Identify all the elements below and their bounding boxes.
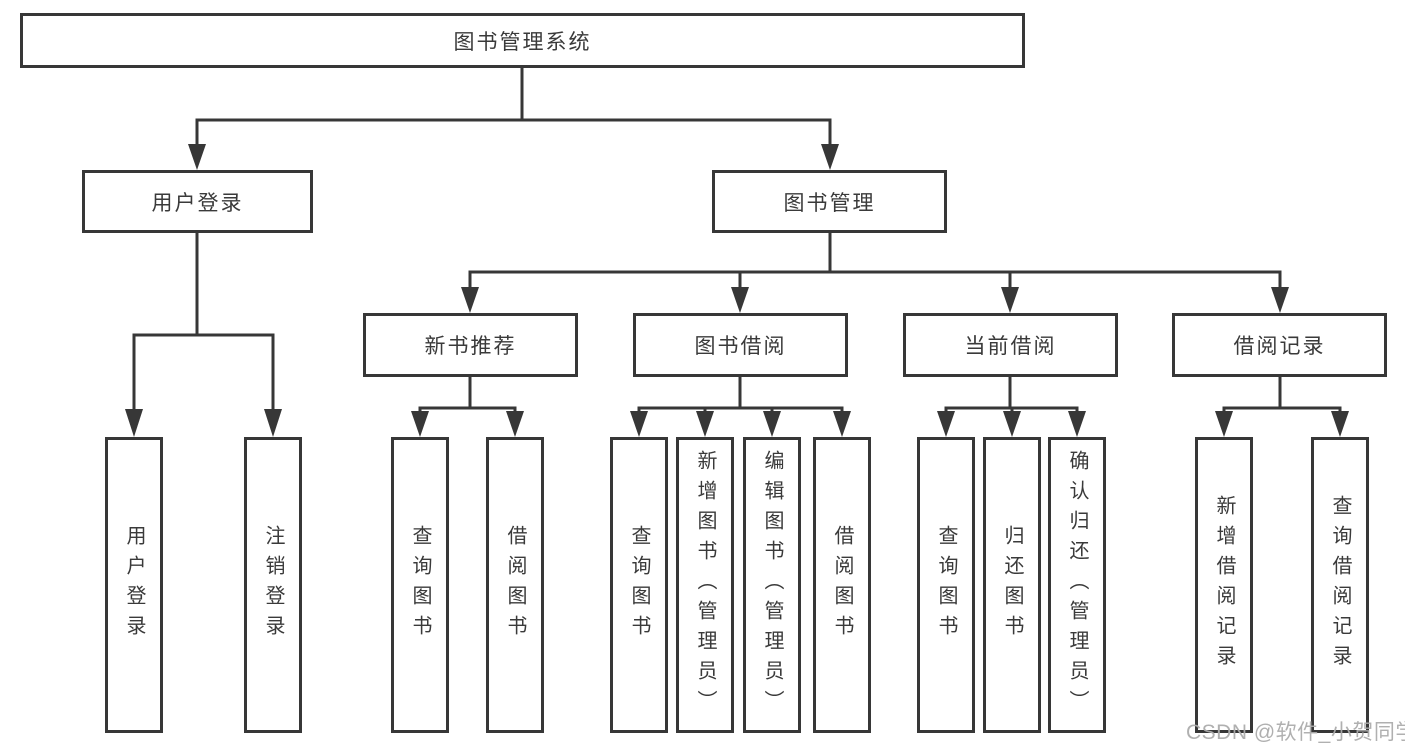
leaf-query-book-3: 查询图书 xyxy=(917,437,975,733)
leaf-return-book: 归还图书 xyxy=(983,437,1041,733)
leaf-add-book-admin-label: 新增图书（管理员） xyxy=(694,450,716,720)
node-current-borrow-label: 当前借阅 xyxy=(964,335,1057,358)
node-root-label: 图书管理系统 xyxy=(453,30,592,54)
leaf-query-book-2: 查询图书 xyxy=(610,437,668,733)
leaf-logout-login-label: 注销登录 xyxy=(262,525,284,645)
leaf-query-book-1-label: 查询图书 xyxy=(409,525,431,645)
leaf-query-borrow-record-label: 查询借阅记录 xyxy=(1329,495,1351,675)
leaf-edit-book-admin-label: 编辑图书（管理员） xyxy=(761,450,783,720)
node-root: 图书管理系统 xyxy=(20,13,1025,68)
node-book-borrow-label: 图书借阅 xyxy=(694,335,787,358)
leaf-user-login-label: 用户登录 xyxy=(123,525,145,645)
node-borrow-record-label: 借阅记录 xyxy=(1233,335,1326,358)
csdn-watermark: CSDN @软件_小贺同学 xyxy=(1186,721,1405,744)
leaf-query-borrow-record: 查询借阅记录 xyxy=(1311,437,1369,733)
node-user-login-label: 用户登录 xyxy=(151,191,244,215)
leaf-borrow-book-2-label: 借阅图书 xyxy=(831,525,853,645)
leaf-confirm-return-admin: 确认归还（管理员） xyxy=(1048,437,1106,733)
leaf-borrow-book-2: 借阅图书 xyxy=(813,437,871,733)
leaf-user-login: 用户登录 xyxy=(105,437,163,733)
leaf-query-book-2-label: 查询图书 xyxy=(628,525,650,645)
edge-borrow-record-to-leaves xyxy=(1215,377,1349,437)
leaf-return-book-label: 归还图书 xyxy=(1001,525,1023,645)
node-book-management-label: 图书管理 xyxy=(783,191,876,215)
edge-book-management-to-level3 xyxy=(461,233,1289,313)
node-user-login: 用户登录 xyxy=(82,170,313,233)
leaf-edit-book-admin: 编辑图书（管理员） xyxy=(743,437,801,733)
leaf-borrow-book-1-label: 借阅图书 xyxy=(504,525,526,645)
node-book-borrow: 图书借阅 xyxy=(633,313,848,377)
edge-new-book-recommend-to-leaves xyxy=(411,377,524,437)
node-borrow-record: 借阅记录 xyxy=(1172,313,1387,377)
leaf-confirm-return-admin-label: 确认归还（管理员） xyxy=(1066,450,1088,720)
leaf-add-book-admin: 新增图书（管理员） xyxy=(676,437,734,733)
leaf-add-borrow-record: 新增借阅记录 xyxy=(1195,437,1253,733)
node-new-book-recommend: 新书推荐 xyxy=(363,313,578,377)
edge-current-borrow-to-leaves xyxy=(937,377,1086,437)
leaf-query-book-3-label: 查询图书 xyxy=(935,525,957,645)
leaf-logout-login: 注销登录 xyxy=(244,437,302,733)
leaf-add-borrow-record-label: 新增借阅记录 xyxy=(1213,495,1235,675)
node-new-book-recommend-label: 新书推荐 xyxy=(424,335,517,358)
edge-root-to-level2 xyxy=(188,68,839,170)
edge-book-borrow-to-leaves xyxy=(630,377,851,437)
node-current-borrow: 当前借阅 xyxy=(903,313,1118,377)
edge-user-login-to-leaves xyxy=(125,233,282,437)
leaf-query-book-1: 查询图书 xyxy=(391,437,449,733)
leaf-borrow-book-1: 借阅图书 xyxy=(486,437,544,733)
node-book-management: 图书管理 xyxy=(712,170,947,233)
